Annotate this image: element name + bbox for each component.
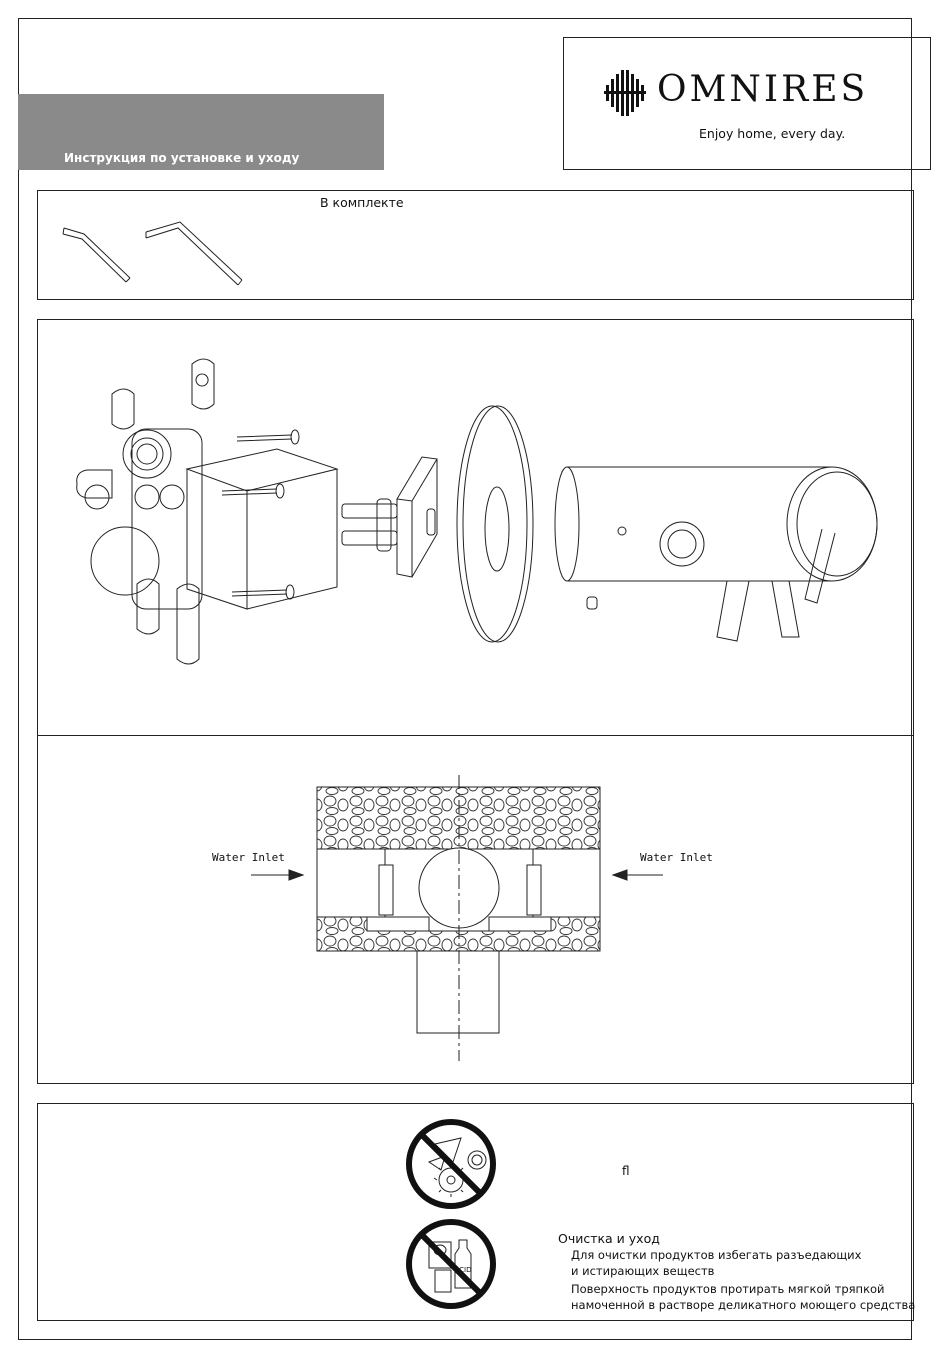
hex-key-icon — [142, 218, 250, 288]
care-title: Очистка и уход — [558, 1231, 660, 1246]
care-line: намоченной в растворе деликатного моющег… — [571, 1298, 915, 1312]
no-chemicals-icon: ACID — [405, 1218, 497, 1310]
care-line: Поверхность продуктов протирать мягкой т… — [571, 1282, 885, 1296]
brand-name: OMNIRES — [657, 69, 868, 110]
kit-label: В комплекте — [320, 195, 404, 210]
page-title: Инструкция по установке и уходу — [64, 151, 299, 165]
care-line: и истирающих веществ — [571, 1264, 714, 1278]
omnires-logo-icon — [598, 67, 650, 119]
water-inlet-right-label: Water Inlet — [640, 851, 713, 864]
water-inlet-left-label: Water Inlet — [212, 851, 285, 864]
exploded-view-drawing — [37, 319, 914, 736]
brand-tagline: Enjoy home, every day. — [699, 126, 845, 141]
stray-glyph: fl — [622, 1164, 630, 1178]
wall-section-diagram — [37, 735, 914, 1084]
care-line: Для очистки продуктов избегать разъедающ… — [571, 1248, 861, 1262]
no-abrasive-tools-icon — [405, 1118, 497, 1210]
hex-key-icon — [60, 222, 140, 284]
